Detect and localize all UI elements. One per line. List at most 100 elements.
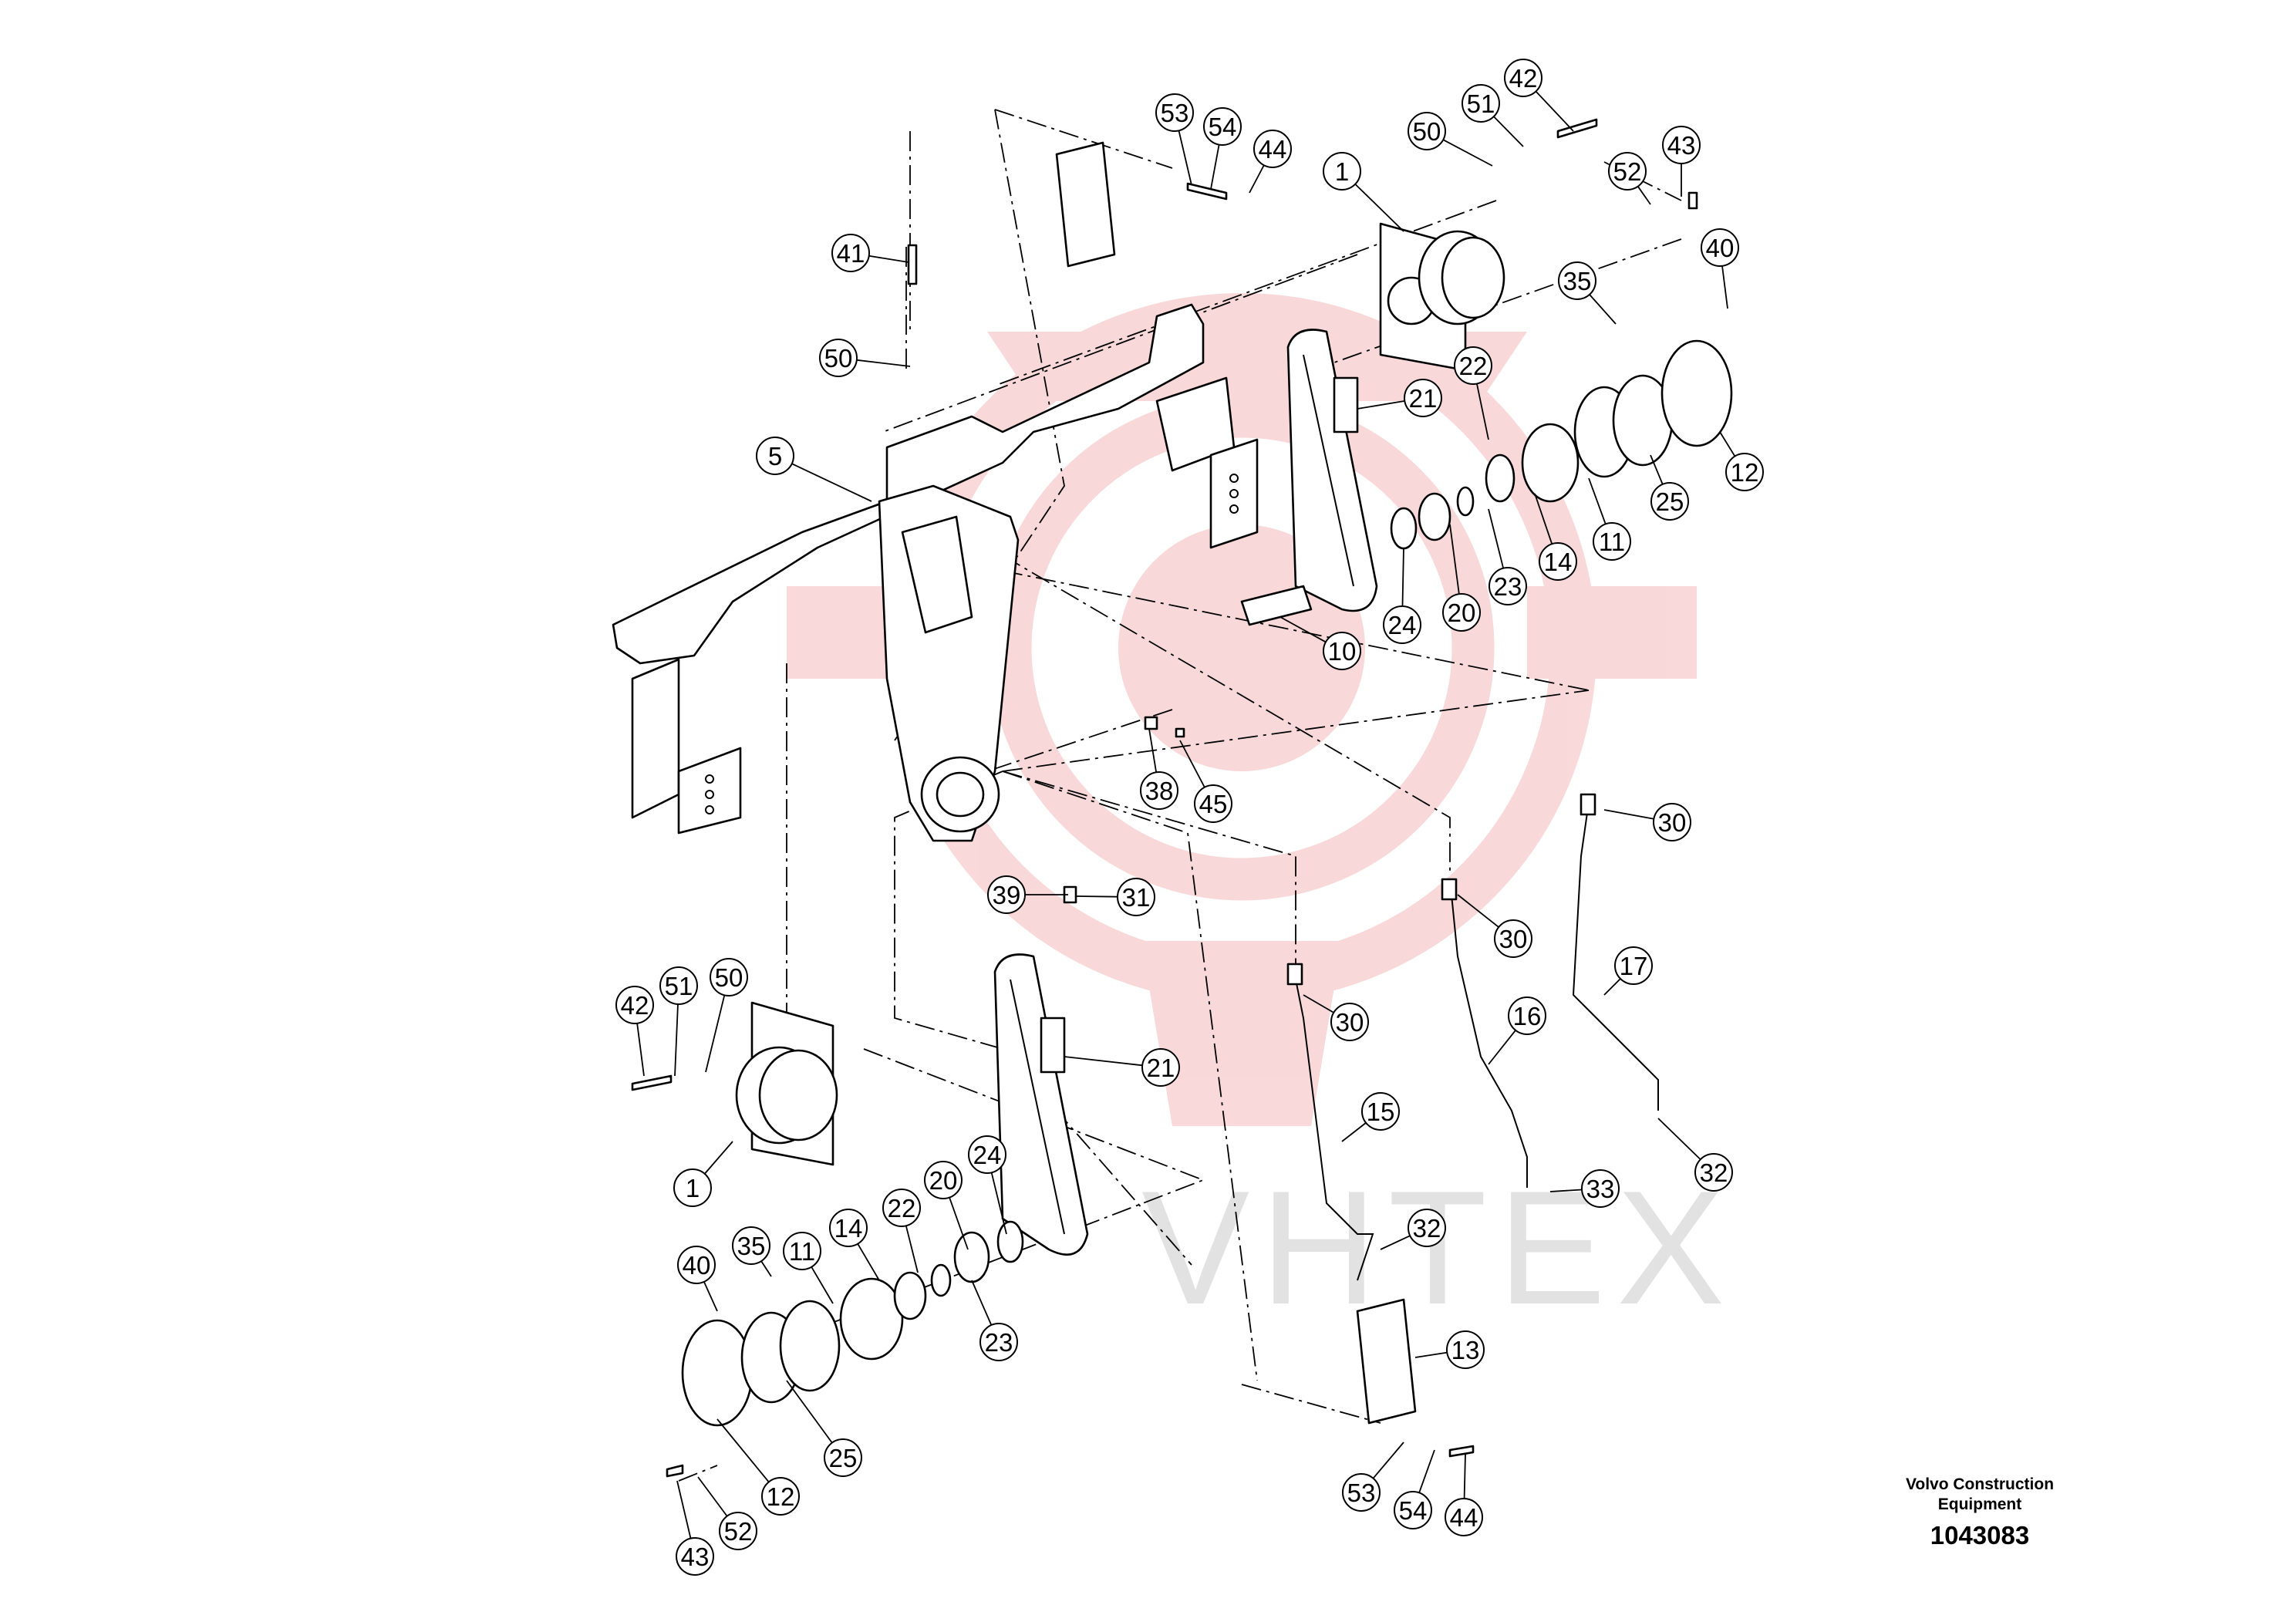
callout-leader [1341, 1122, 1367, 1142]
callout-leader [1488, 508, 1505, 568]
callout-circle [676, 1537, 714, 1576]
callout-leader [703, 1281, 718, 1312]
callout-label: 14 [1544, 548, 1573, 576]
callout-circle [1662, 126, 1701, 164]
callout-label: 45 [1199, 790, 1228, 818]
callout-leader [1449, 524, 1460, 595]
callout-leader [1418, 1449, 1435, 1493]
callout-51: 51 [1462, 84, 1500, 123]
callout-circle [659, 966, 698, 1005]
callout-label: 44 [1450, 1503, 1478, 1532]
callout-leader [1414, 1351, 1448, 1358]
main-frame [612, 303, 1259, 842]
callout-circle [1155, 93, 1194, 132]
callout-label: 1 [686, 1174, 700, 1202]
callout-leader [905, 1226, 919, 1273]
callout-circle [1701, 228, 1739, 267]
callout-circle [1330, 1003, 1369, 1041]
callout-40: 40 [1701, 228, 1739, 267]
callout-leader [1148, 728, 1158, 773]
callout-17: 17 [1614, 946, 1653, 985]
callout-20: 20 [1442, 593, 1481, 632]
callout-leader [1357, 400, 1405, 410]
callout-leader [811, 1266, 834, 1304]
callout-circle [1323, 632, 1361, 670]
callout-label: 20 [1448, 599, 1476, 627]
hydraulic-lines [1286, 793, 1659, 1281]
motor-upper [1379, 222, 1505, 372]
callout-23: 23 [979, 1323, 1018, 1361]
callout-21: 21 [1404, 379, 1442, 417]
callout-50: 50 [1408, 112, 1446, 150]
callout-circle [673, 1168, 712, 1207]
callout-circle [829, 1209, 868, 1247]
callout-10: 10 [1323, 632, 1361, 670]
callout-label: 52 [1613, 157, 1642, 186]
callout-5: 5 [756, 437, 794, 475]
callout-circle [1558, 261, 1596, 300]
callout-circle [1442, 593, 1481, 632]
callout-leader [716, 1418, 770, 1483]
callout-label: 20 [929, 1166, 958, 1195]
callout-label: 16 [1513, 1002, 1542, 1030]
callout-label: 41 [837, 239, 865, 268]
title-block: Volvo Construction Equipment 1043083 [1856, 1475, 2103, 1550]
callout-12: 12 [1725, 453, 1764, 491]
callout-label: 30 [1499, 925, 1528, 953]
callout-circle [831, 234, 870, 272]
callout-32: 32 [1694, 1153, 1733, 1192]
callout-54: 54 [1394, 1491, 1432, 1529]
callout-leader [1354, 184, 1404, 232]
callout-label: 35 [1563, 267, 1592, 295]
callout-circle [677, 1246, 716, 1284]
callout-50: 50 [710, 958, 748, 996]
callout-54: 54 [1203, 107, 1242, 146]
callout-leader [1279, 616, 1327, 643]
callout-22: 22 [1454, 346, 1492, 385]
watermark-text: VHTEX [1141, 1157, 1735, 1338]
callout-label: 30 [1658, 808, 1687, 837]
callout-44: 44 [1253, 130, 1292, 168]
callout-leader [1719, 431, 1736, 457]
callout-label: 23 [1494, 572, 1522, 601]
callout-24: 24 [1383, 605, 1421, 644]
callout-leader [1457, 894, 1499, 928]
callout-52: 52 [719, 1512, 757, 1550]
callout-42: 42 [1504, 59, 1542, 97]
callout-circle [719, 1512, 757, 1550]
callout-label: 12 [767, 1482, 795, 1511]
callout-label: 17 [1620, 952, 1648, 980]
callout-16: 16 [1508, 996, 1546, 1035]
callout-circle [1725, 453, 1764, 491]
callout-leader [1603, 978, 1621, 996]
callout-leader [971, 1280, 993, 1326]
callout-leader [1401, 547, 1404, 607]
callout-label: 30 [1336, 1008, 1364, 1037]
motor-lower [735, 1001, 838, 1166]
callout-circle [968, 1135, 1006, 1174]
callout-25: 25 [824, 1438, 862, 1477]
callout-44: 44 [1445, 1498, 1483, 1536]
callout-45: 45 [1194, 784, 1232, 823]
callout-12: 12 [761, 1477, 800, 1516]
callout-circle [1404, 379, 1442, 417]
callout-label: 24 [973, 1141, 1002, 1169]
callout-leader [697, 1476, 728, 1517]
callout-42: 42 [615, 986, 654, 1024]
callout-circle [882, 1189, 921, 1227]
callout-circle [1694, 1153, 1733, 1192]
callout-43: 43 [676, 1537, 714, 1576]
callout-leader [1535, 90, 1574, 132]
callout-label: 39 [993, 881, 1021, 909]
callout-leader [1493, 116, 1524, 147]
callout-circle [1504, 59, 1542, 97]
callout-circle [1361, 1092, 1400, 1131]
callout-circle [1445, 1498, 1483, 1536]
callout-label: 33 [1586, 1175, 1615, 1203]
callout-leader [1442, 139, 1493, 167]
callout-39: 39 [987, 875, 1026, 914]
callout-leader [1249, 164, 1265, 194]
callout-43: 43 [1662, 126, 1701, 164]
